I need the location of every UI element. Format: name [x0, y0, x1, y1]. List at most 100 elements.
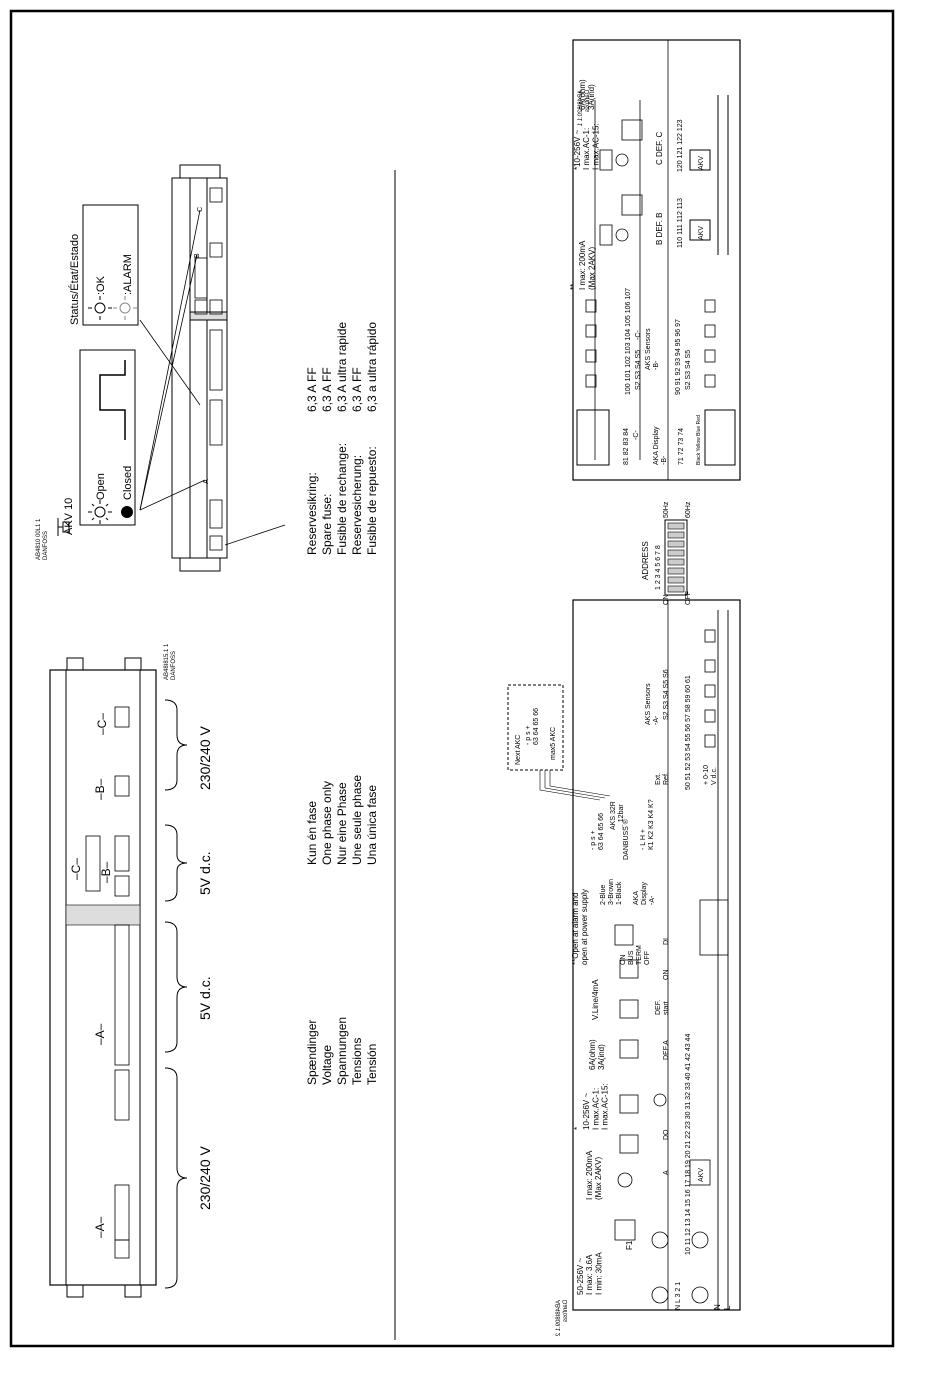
lower-wiring-diagram: AB48I809.1 2Danfoss 50-256V ~I max: 3.6A…	[507, 599, 741, 1337]
phase-label-2: Nur eine Phase	[335, 782, 349, 865]
lower-mains-spec: 50-256V ~I max: 3.6AI min: 30mA	[576, 1252, 603, 1295]
akv-pulse-icon	[99, 360, 126, 440]
voltage-label-4: Tensión	[365, 1044, 379, 1085]
upper-terminals-def-b: 110 111 112 113	[677, 198, 684, 248]
upper-sensor-terms-top: 100 101 102 103 104 105 106 107	[625, 288, 632, 395]
lower-sensor-names: S2 S3 S4 S5 S6	[663, 669, 670, 720]
akv-open-label: Open	[95, 473, 107, 500]
akv-box	[79, 349, 136, 526]
lower-terminal-mains: N L 3 2 1	[675, 1282, 682, 1310]
upper-display-colors: Black Yellow Blue Red	[696, 415, 702, 465]
upper-akv-b-box	[689, 219, 711, 241]
akv-closed-led-icon	[121, 506, 133, 518]
status-header: Status/État/Estado	[68, 234, 81, 325]
enclosure-section-b: –B–	[93, 778, 107, 800]
upper-display-c	[576, 409, 610, 466]
lower-terminal-sensor-row: 50 51 52 53 54 55 56 57 58 59 60 61	[685, 675, 692, 790]
lower-terminal-main-row: 10 11 12 13 14 15 16 17 18 19 20 21 22 2…	[685, 1034, 692, 1255]
status-alarm-label: :ALARM	[122, 254, 134, 295]
upper-display-b	[704, 409, 736, 466]
fuse-label-1: Spare fuse:	[320, 494, 334, 555]
address-numbers: 1 2 3 4 5 6 7 8	[655, 545, 662, 590]
lower-on: ON	[663, 970, 670, 981]
lower-f1: F1	[625, 1240, 634, 1250]
ref-upper-wiring: AB48I820.1 1Danfoss	[578, 90, 591, 127]
lower-a-def: A	[663, 1170, 670, 1175]
fuse-value-2: 6,3 A ultra rapide	[335, 322, 349, 412]
ref-lower-wiring: AB48I809.1 2Danfoss	[556, 1300, 569, 1337]
enclosure-section-a-lower: –A–	[93, 1216, 107, 1238]
lower-aka-display: AKADisplay-A-	[633, 882, 656, 905]
voltage-braces	[164, 699, 188, 1289]
enclosure-diagram: AB48I815.1 1DANFOSS –C– –B– –C– –B– –A– …	[49, 643, 213, 1298]
voltage-label-1: Voltage	[320, 1045, 334, 1085]
lower-ext-ref: Ext.Ref.	[655, 772, 670, 785]
enclosure-tab-4	[124, 1284, 142, 1298]
voltage-mains-lower: 230/240 V	[197, 1146, 213, 1210]
upper-sensor-names-bottom: S2 S3 S4 S5	[685, 350, 692, 390]
phase-label-4: Una única fase	[365, 785, 379, 865]
lower-earth-symbols	[651, 1231, 709, 1304]
address-dip-block	[664, 519, 688, 596]
status-alarm-led-icon	[113, 296, 137, 320]
upper-sensors-label: AKS Sensors-B-	[645, 328, 660, 370]
fuse-value-0: 6,3 A FF	[305, 367, 319, 412]
upper-display-terms-bottom: 71 72 73 74	[678, 428, 685, 465]
voltage-dc-upper: 5V d.c.	[197, 851, 213, 895]
enclosure-top-band	[189, 311, 228, 321]
enclosure-tab-3	[66, 1284, 84, 1298]
lower-vline: V.Line/4mA	[591, 979, 600, 1020]
enclosure-tab-2	[124, 657, 142, 671]
enclosure-section-b-inner: –B–	[99, 861, 113, 883]
upper-imax: **I max: 200mA(Max 2AKV)	[569, 240, 596, 290]
voltage-label-0: Spændinger	[305, 1020, 319, 1085]
next-akc-box	[507, 684, 564, 771]
address-off: OFF	[685, 591, 692, 605]
ref-enclosure: AB48I815.1 1DANFOSS	[164, 643, 177, 680]
voltage-label-2: Spannungen	[335, 1017, 349, 1085]
enclosure-section-a: –A–	[93, 1023, 107, 1045]
akv-open-led-icon	[88, 500, 112, 524]
address-switch: ADDRESS 1 2 3 4 5 6 7 8 ON OFF 50Hz 60Hz	[641, 501, 692, 605]
upper-display-terms-top: 81 82 83 84	[623, 428, 630, 465]
upper-akv-b-label: AKV	[698, 226, 705, 240]
akv-valve-icon	[57, 518, 70, 536]
upper-display-c-label: -C-	[633, 430, 640, 440]
lower-lh: - L H +K1 K2 K3 K4 K?	[640, 799, 655, 850]
status-ok-led-icon	[88, 296, 112, 320]
status-enclosure-group: AB4810 00L1 1DANFOSS AKV 10 Open Closed …	[36, 164, 286, 572]
next-akc-cable	[539, 770, 611, 801]
upper-sensor-terms-bottom: 90 91 92 93 94 95 96 97	[675, 319, 682, 395]
address-60hz: 60Hz	[685, 501, 692, 518]
ref-status: AB4810 00L1 1DANFOSS	[36, 518, 49, 560]
max5-akc: max5 AKC	[550, 727, 557, 760]
enclosure-band	[65, 904, 141, 926]
lower-sensors: AKS Sensors-A-	[645, 683, 660, 725]
enclosure-top-tab-2	[179, 557, 221, 572]
fuse-label-0: Reservesikring:	[305, 472, 319, 555]
fuse-value-4: 6,3 a ultra rápido	[365, 322, 379, 412]
lower-vdc: + 0-10V d.c.	[703, 765, 718, 785]
upper-sensors-c: -C-	[635, 330, 642, 340]
voltage-labels: Spændinger Voltage Spannungen Tensions T…	[305, 1017, 379, 1085]
upper-relay-ratings: 6A(ohm)3A(ind)	[578, 79, 596, 110]
upper-akv-c-box	[689, 149, 711, 171]
lower-imax: I max: 200mA(Max 2AKV)	[585, 1150, 603, 1200]
next-akc-terms: - p s +63 64 65 66	[525, 708, 540, 745]
sheet-frame	[9, 9, 895, 1348]
enclosure-outline	[49, 669, 157, 1286]
address-50hz: 50Hz	[663, 501, 670, 518]
lower-relays	[614, 899, 729, 1241]
lower-def-start: DEF.start	[655, 1000, 670, 1015]
status-ok-label: :OK	[95, 275, 107, 295]
lower-def-a: DEF.A	[663, 1040, 670, 1060]
enclosure-top-terminals	[194, 187, 223, 551]
upper-relay-contacts	[594, 100, 643, 460]
phase-labels: Kun én fase One phase only Nur eine Phas…	[305, 775, 379, 865]
phase-label-1: One phase only	[320, 781, 334, 865]
next-akc-label: Next AKC	[515, 735, 522, 765]
lower-l: L	[723, 1305, 732, 1310]
lower-do: DO	[663, 1129, 670, 1140]
akv-closed-label: Closed	[122, 466, 134, 500]
